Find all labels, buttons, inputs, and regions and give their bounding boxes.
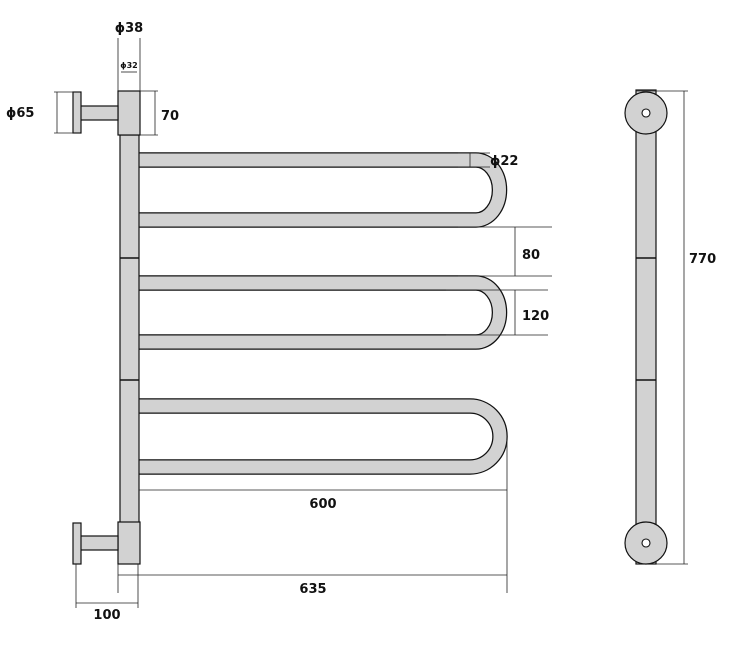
dimension-loop-gap: 80 <box>458 226 552 277</box>
label-bracket-projection: 100 <box>93 608 120 623</box>
pipe-loop-bottom <box>139 398 508 475</box>
bottom-wall-bracket <box>72 522 119 565</box>
dimension-loop-length: 600 <box>139 440 508 593</box>
vertical-collector <box>119 134 140 524</box>
side-view: 770 <box>624 89 716 565</box>
label-collector-outer-dia: ϕ38 <box>115 21 143 36</box>
dimension-bracket-height: 70 <box>140 90 179 136</box>
label-overall-length: 635 <box>299 582 326 597</box>
dimension-bracket-projection: 100 <box>75 564 139 623</box>
label-loop-pipe-dia: ϕ22 <box>490 154 518 169</box>
dimension-bracket-flange: ϕ65 <box>6 91 80 134</box>
top-wall-bracket <box>72 91 119 134</box>
label-bracket-height: 70 <box>161 109 179 124</box>
dimension-collector-inner: ϕ32 <box>120 61 138 73</box>
label-overall-height: 770 <box>689 252 716 267</box>
side-view-collector <box>635 99 657 555</box>
label-loop-length: 600 <box>309 497 336 512</box>
dimension-overall-length: 635 <box>117 564 507 597</box>
pipe-loop-middle <box>139 275 508 350</box>
side-view-bottom-flange <box>624 521 668 565</box>
dimension-overall-height: 770 <box>636 90 716 565</box>
dimension-loop-pipe: ϕ22 <box>458 152 518 169</box>
top-swivel-block <box>117 90 141 136</box>
dimension-loop-height: 120 <box>446 289 549 336</box>
label-loop-height: 120 <box>522 309 549 324</box>
dimension-collector-outer: ϕ38 <box>115 21 143 91</box>
pipe-loop-top <box>139 152 508 228</box>
label-loop-gap: 80 <box>522 248 540 263</box>
label-collector-inner-dia: ϕ32 <box>120 61 138 70</box>
side-view-top-flange <box>624 89 668 135</box>
label-bracket-flange-dia: ϕ65 <box>6 106 34 121</box>
bottom-swivel-block <box>117 521 141 565</box>
